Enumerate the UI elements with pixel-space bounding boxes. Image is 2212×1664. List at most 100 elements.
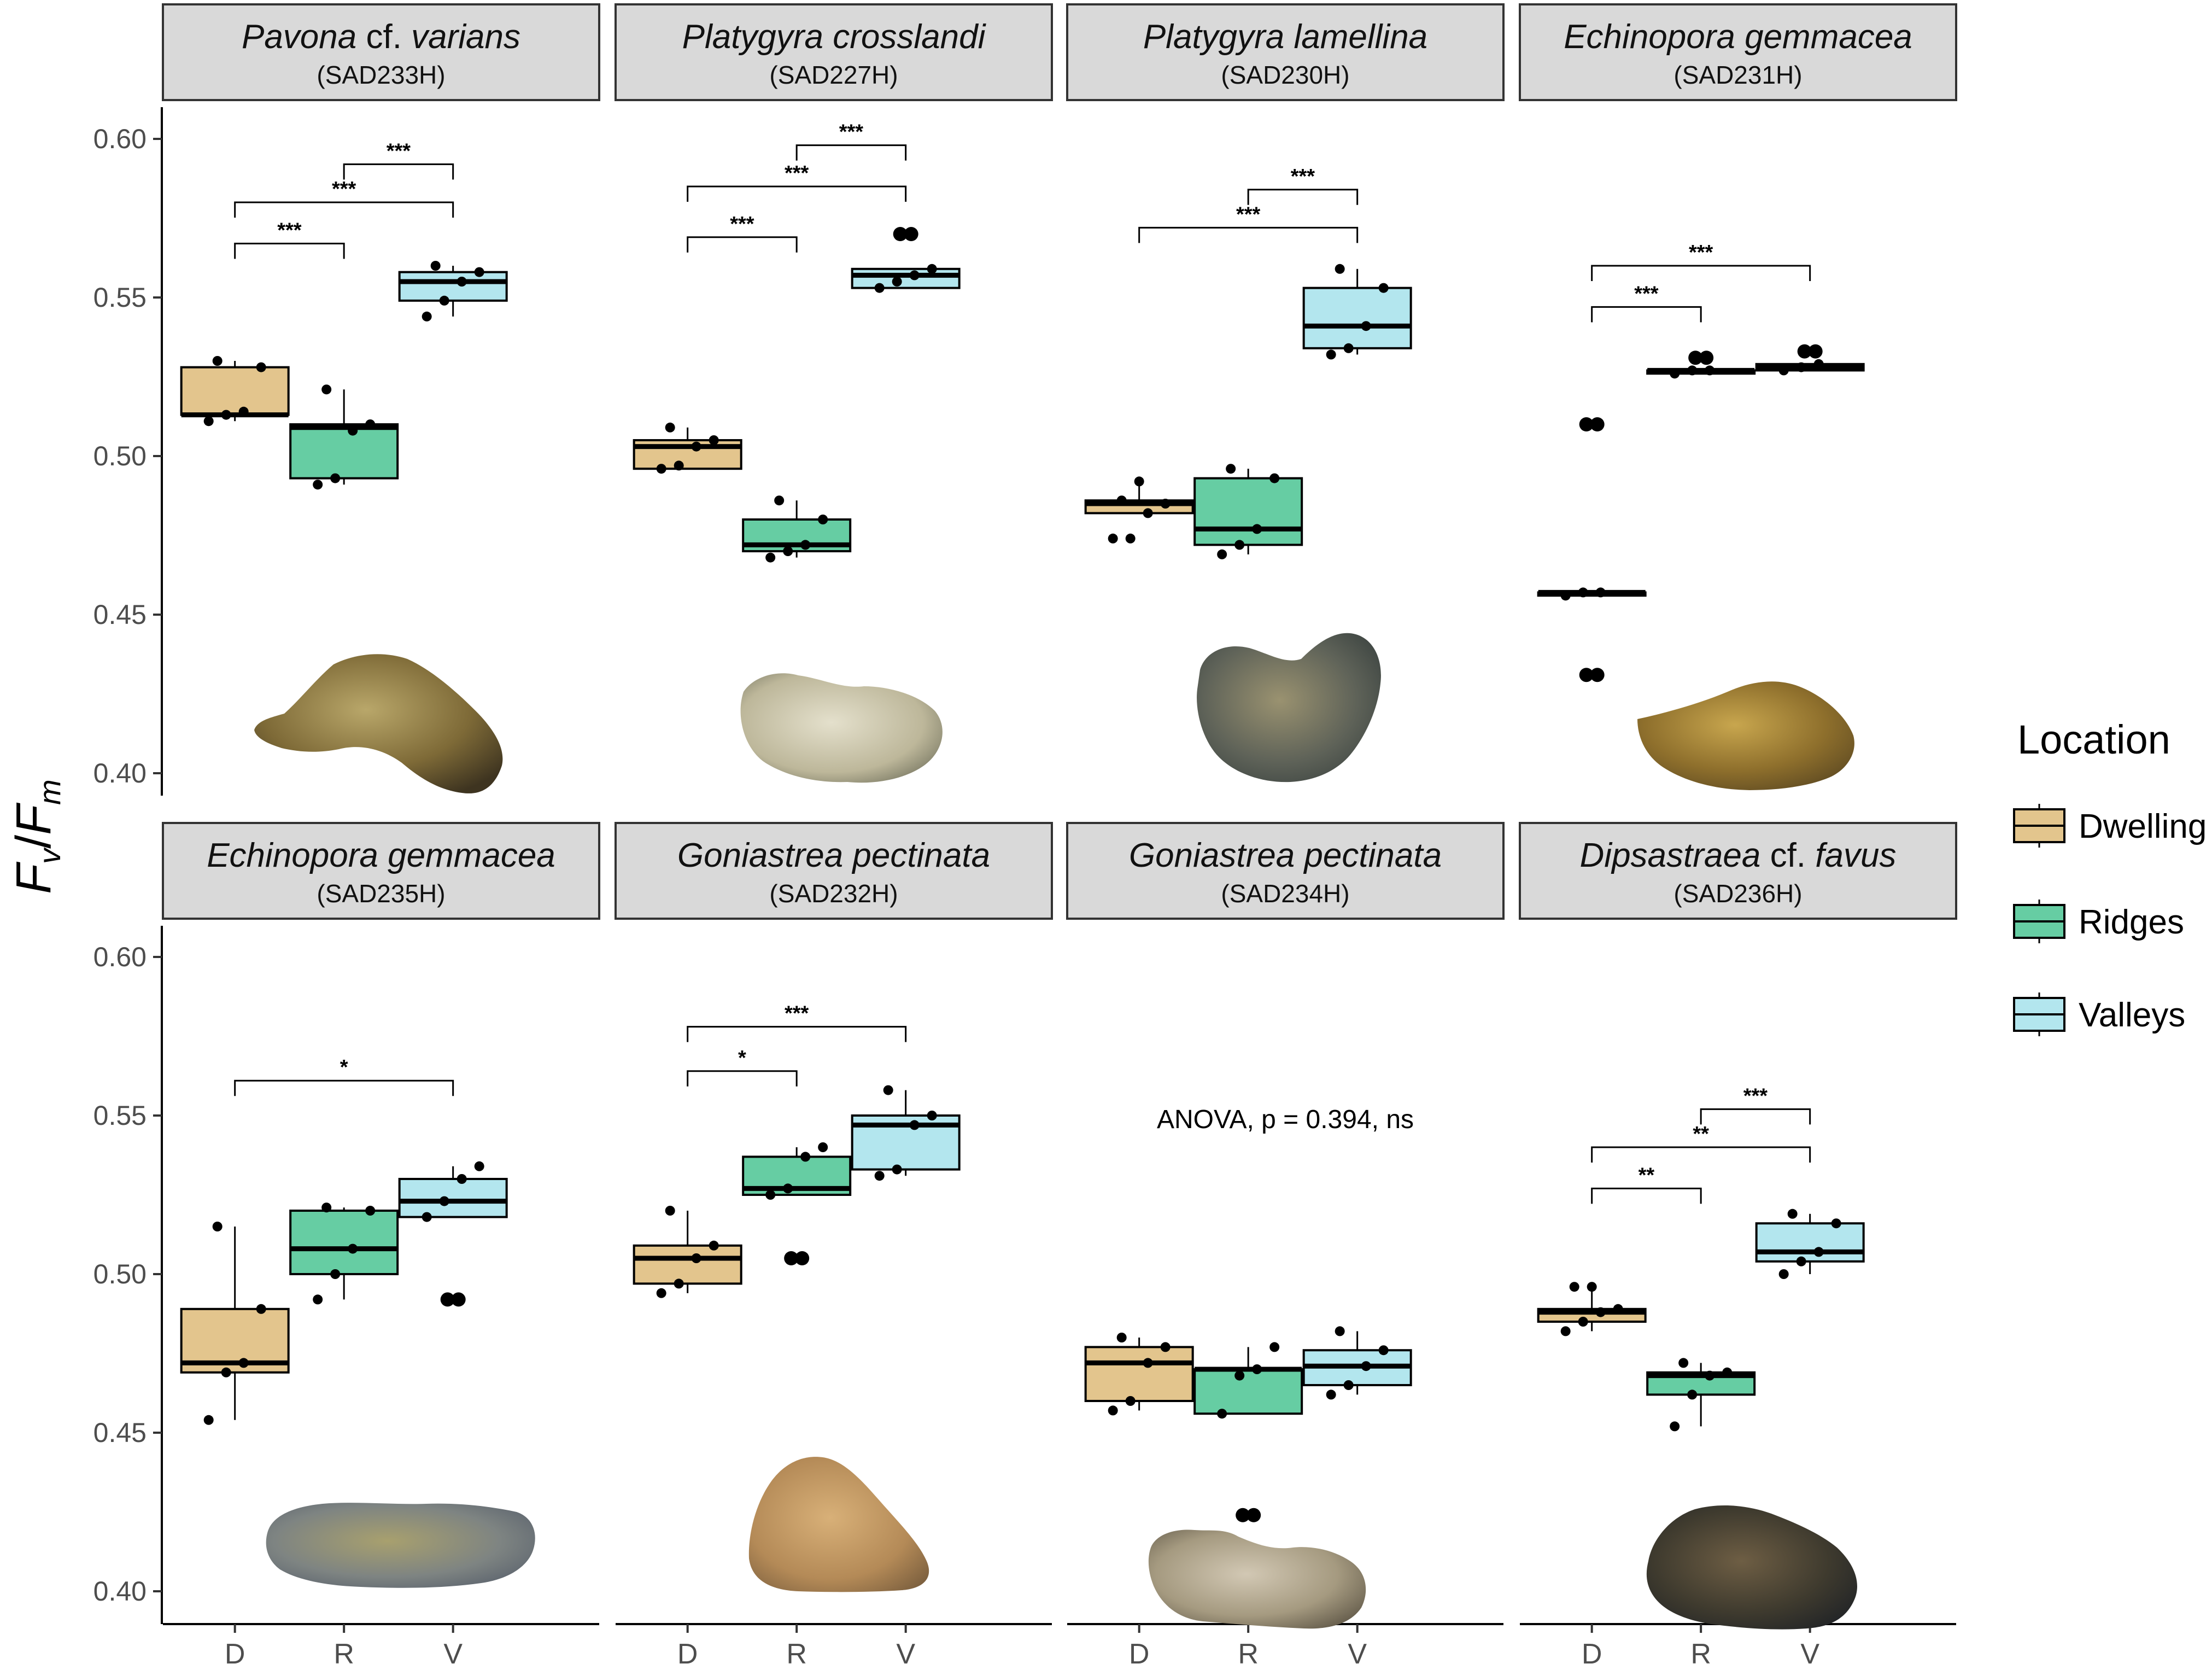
significance-bracket: *** xyxy=(1591,241,1811,281)
bracket-line xyxy=(1247,189,1359,205)
box-dwelling xyxy=(180,356,290,427)
data-point xyxy=(1595,1307,1606,1317)
data-point xyxy=(1160,1342,1171,1352)
box-dwelling xyxy=(633,422,742,474)
data-point xyxy=(1326,1389,1336,1400)
outlier-point xyxy=(893,227,908,241)
y-tick-label: 0.55 xyxy=(93,1100,147,1131)
box-iqr xyxy=(1302,287,1412,349)
box-valleys xyxy=(851,1085,961,1181)
data-point xyxy=(892,1164,902,1175)
x-tick-label: V xyxy=(1348,1638,1367,1664)
facet-strip xyxy=(1519,3,1957,101)
data-point xyxy=(1269,473,1280,483)
data-point xyxy=(1217,1409,1227,1419)
legend-item-valleys: Valleys xyxy=(2013,992,2185,1036)
data-point xyxy=(256,362,266,372)
data-point xyxy=(1252,524,1262,534)
data-point xyxy=(874,283,885,293)
x-tick-label: V xyxy=(896,1638,915,1664)
data-point xyxy=(1125,1396,1136,1406)
facet-strip xyxy=(162,3,600,101)
significance-label: ** xyxy=(1638,1164,1655,1187)
data-point xyxy=(1160,499,1171,509)
data-point xyxy=(330,1269,341,1279)
data-point xyxy=(1234,540,1245,550)
outlier-point xyxy=(795,1251,810,1265)
data-point xyxy=(1143,508,1153,518)
facet-strip xyxy=(615,3,1053,101)
data-point xyxy=(1378,1345,1389,1356)
box-valleys xyxy=(851,227,961,293)
data-point xyxy=(212,1222,223,1231)
legend-label: Ridges xyxy=(2079,903,2184,941)
coral-photo-echinopora-gemmacea-sad235h xyxy=(266,1503,535,1588)
box-iqr xyxy=(289,423,399,480)
box-valleys xyxy=(1302,264,1412,360)
x-tick-label: D xyxy=(1582,1638,1602,1664)
data-point xyxy=(430,261,441,271)
data-point xyxy=(665,1206,675,1216)
significance-bracket: *** xyxy=(1700,1084,1811,1125)
data-point xyxy=(800,1152,811,1162)
data-point xyxy=(1778,365,1789,376)
coral-photo-goniastrea-pectinata-sad234h xyxy=(1148,1529,1366,1629)
data-point xyxy=(1335,264,1345,274)
bracket-line xyxy=(1591,265,1811,281)
data-point xyxy=(1378,283,1389,293)
data-point xyxy=(1670,369,1680,379)
x-tick-label: D xyxy=(677,1638,698,1664)
data-point xyxy=(348,425,358,436)
data-point xyxy=(1787,1208,1798,1219)
box-ridges xyxy=(1646,351,1756,379)
bracket-line xyxy=(687,185,907,202)
y-axis-title-separator: / xyxy=(7,835,61,849)
data-point xyxy=(1722,1367,1733,1377)
box-ridges xyxy=(1646,1358,1756,1432)
bracket-line xyxy=(1700,1108,1811,1125)
data-point xyxy=(1116,1333,1127,1342)
data-point xyxy=(783,1183,793,1194)
legend-title: Location xyxy=(2017,717,2170,762)
data-point xyxy=(1578,587,1588,598)
outlier-point xyxy=(1808,344,1823,359)
outlier-point xyxy=(1688,351,1703,365)
coral-specimen-photos xyxy=(254,633,1857,1630)
significance-bracket: *** xyxy=(1247,165,1359,205)
data-point xyxy=(909,1120,920,1130)
data-point xyxy=(1778,1269,1789,1279)
significance-label: *** xyxy=(332,178,356,201)
significance-bracket: *** xyxy=(687,213,798,253)
data-point xyxy=(313,480,323,490)
data-point xyxy=(1670,1421,1680,1432)
data-point xyxy=(1813,359,1824,369)
facet-title-part: cf. xyxy=(1760,837,1815,874)
data-point xyxy=(457,1174,467,1184)
significance-label: *** xyxy=(1634,282,1659,305)
bracket-line xyxy=(234,201,454,218)
significance-label: * xyxy=(340,1056,348,1079)
y-axis-label: Fv/Fm xyxy=(7,779,67,894)
facet-title: Platygyra crosslandi xyxy=(682,18,987,56)
facet-title-part: cf. xyxy=(356,18,411,56)
facet-panel-4: Echinopora gemmacea(SAD231H)****** xyxy=(1519,3,1957,682)
coral-photo-platygyra-lamellina xyxy=(1197,633,1381,783)
box-dwelling xyxy=(633,1206,742,1298)
box-iqr xyxy=(180,366,290,416)
data-point xyxy=(422,311,432,322)
legend-item-ridges: Ridges xyxy=(2013,900,2184,943)
y-tick-label: 0.55 xyxy=(93,282,147,313)
significance-bracket: *** xyxy=(343,139,454,180)
outlier-point xyxy=(1590,668,1605,682)
box-valleys xyxy=(1755,344,1865,376)
significance-bracket: *** xyxy=(687,162,907,202)
box-ridges xyxy=(1193,464,1303,559)
facet-title-part: Echinopora gemmacea xyxy=(207,837,555,874)
significance-label: *** xyxy=(839,121,864,144)
legend-label: Valleys xyxy=(2079,996,2185,1034)
coral-photo-echinopora-gemmacea-sad231h xyxy=(1637,681,1854,790)
significance-label: *** xyxy=(1743,1084,1768,1107)
box-ridges xyxy=(289,384,399,490)
